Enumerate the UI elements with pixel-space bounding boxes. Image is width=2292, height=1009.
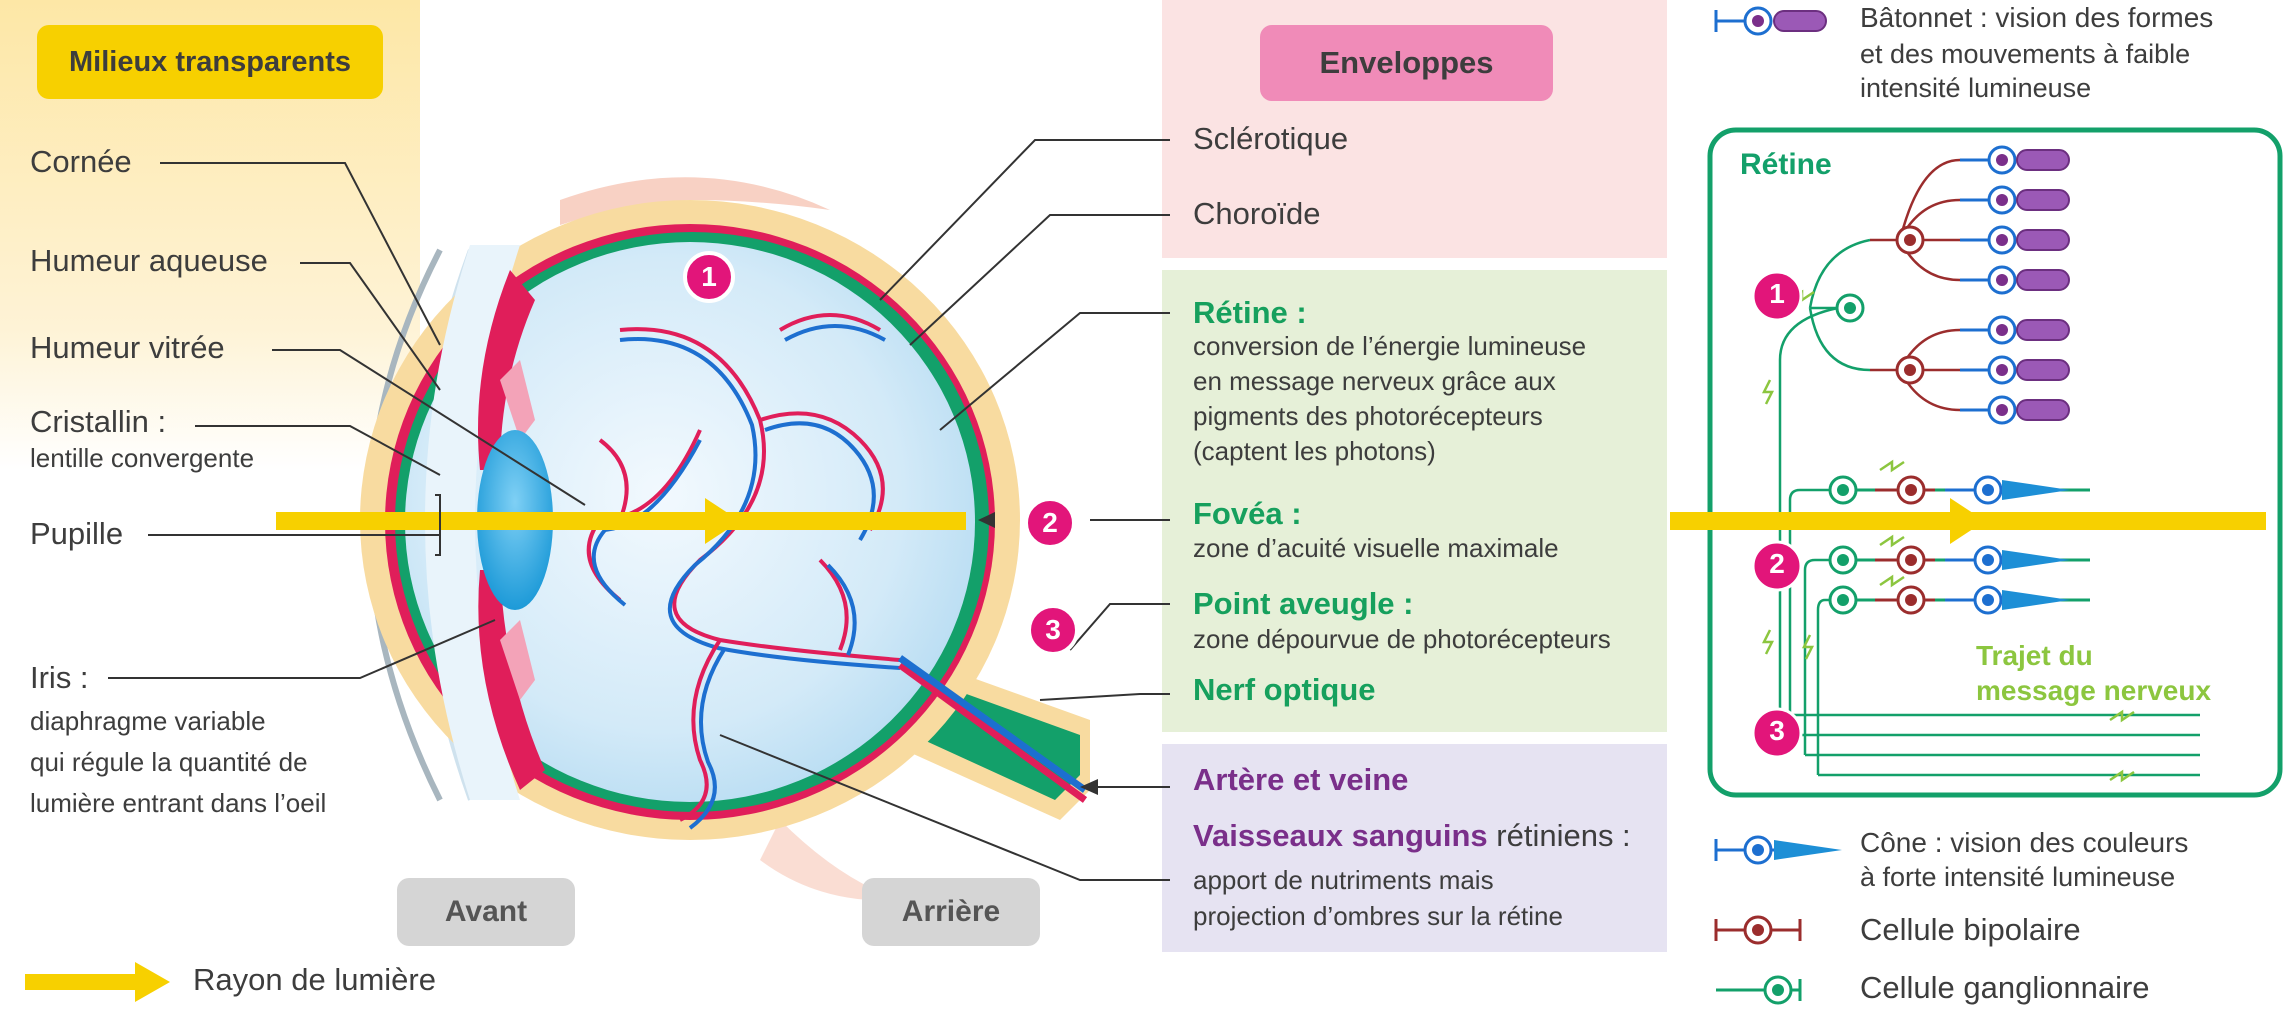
retine-desc-3: pigments des photorécepteurs bbox=[1193, 398, 1543, 435]
retina-box-title: Rétine bbox=[1740, 148, 1832, 182]
retine-desc-1: conversion de l’énergie lumineuse bbox=[1193, 328, 1586, 365]
legend-batonnet-2: et des mouvements à faible bbox=[1860, 36, 2190, 73]
label-retine: Rétine : bbox=[1193, 295, 1307, 331]
box-marker-1: 1 bbox=[1753, 278, 1801, 310]
light-ray-bar bbox=[276, 512, 966, 530]
label-humeur-aqueuse: Humeur aqueuse bbox=[30, 243, 268, 279]
retine-desc-2: en message nerveux grâce aux bbox=[1193, 363, 1556, 400]
label-cornee: Cornée bbox=[30, 144, 132, 180]
vaisseaux-rest: rétiniens : bbox=[1488, 818, 1631, 853]
label-cristallin: Cristallin : bbox=[30, 404, 166, 440]
legend-batonnet-1: Bâtonnet : vision des formes bbox=[1860, 2, 2213, 34]
marker-3: 3 bbox=[1027, 604, 1079, 656]
eye-diagram bbox=[0, 0, 1170, 1009]
label-artere-veine: Artère et veine bbox=[1193, 762, 1408, 798]
legend-bipolar-icon bbox=[1716, 917, 1800, 943]
retine-desc-4: (captent les photons) bbox=[1193, 433, 1436, 470]
legend-ganglionnaire: Cellule ganglionnaire bbox=[1860, 970, 2150, 1006]
legend-batonnet-3: intensité lumineuse bbox=[1860, 70, 2091, 107]
vaisseaux-bold: Vaisseaux sanguins bbox=[1193, 818, 1488, 853]
label-nerf-optique: Nerf optique bbox=[1193, 672, 1376, 708]
point-aveugle-desc: zone dépourvue de photorécepteurs bbox=[1193, 621, 1611, 658]
marker-1: 1 bbox=[683, 251, 735, 303]
marker-2: 2 bbox=[1024, 497, 1076, 549]
milieux-title: Milieux transparents bbox=[37, 25, 383, 99]
vaisseaux-desc-2: projection d’ombres sur la rétine bbox=[1193, 898, 1563, 935]
label-point-aveugle: Point aveugle : bbox=[1193, 586, 1413, 622]
label-iris-desc-2: qui régule la quantité de bbox=[30, 744, 308, 781]
legend-bipolaire: Cellule bipolaire bbox=[1860, 912, 2081, 948]
label-iris: Iris : bbox=[30, 660, 89, 696]
legend-cone-icon bbox=[1716, 837, 1842, 863]
label-pupille: Pupille bbox=[30, 516, 123, 552]
label-choroide: Choroïde bbox=[1193, 196, 1321, 232]
label-vaisseaux: Vaisseaux sanguins rétiniens : bbox=[1193, 818, 1631, 854]
avant-tag: Avant bbox=[397, 878, 575, 946]
trajet-label-2: message nerveux bbox=[1976, 675, 2211, 707]
label-sclerotique: Sclérotique bbox=[1193, 121, 1348, 157]
arriere-tag: Arrière bbox=[862, 878, 1040, 946]
label-cristallin-desc: lentille convergente bbox=[30, 440, 254, 477]
label-iris-desc-1: diaphragme variable bbox=[30, 703, 266, 740]
rayon-legend-arrow bbox=[25, 960, 185, 1004]
fovea-desc: zone d’acuité visuelle maximale bbox=[1193, 530, 1559, 567]
legend-cone-2: à forte intensité lumineuse bbox=[1860, 859, 2175, 896]
box-marker-2: 2 bbox=[1753, 548, 1801, 580]
vaisseaux-desc-1: apport de nutriments mais bbox=[1193, 862, 1494, 899]
label-iris-desc-3: lumière entrant dans l’oeil bbox=[30, 785, 326, 822]
trajet-label-1: Trajet du bbox=[1976, 640, 2093, 672]
legend-ganglion-icon bbox=[1716, 977, 1800, 1003]
box-marker-3: 3 bbox=[1753, 715, 1801, 747]
enveloppes-title: Enveloppes bbox=[1260, 25, 1553, 101]
legend-cone-1: Cône : vision des couleurs bbox=[1860, 827, 2188, 859]
rayon-legend-label: Rayon de lumière bbox=[193, 962, 436, 998]
legend-rod-icon bbox=[1716, 8, 1826, 34]
label-humeur-vitree: Humeur vitrée bbox=[30, 330, 225, 366]
label-fovea: Fovéa : bbox=[1193, 496, 1302, 532]
